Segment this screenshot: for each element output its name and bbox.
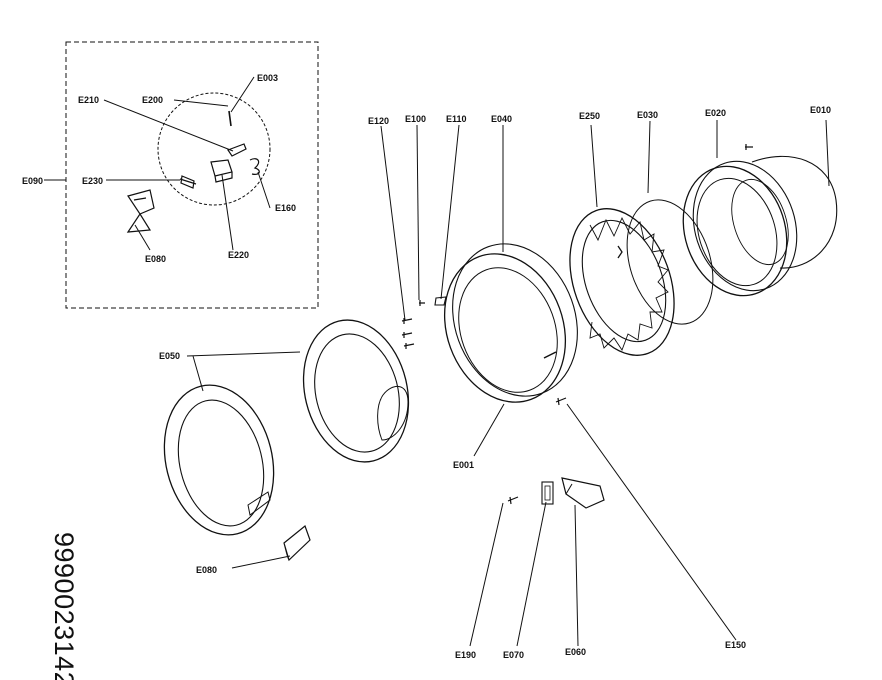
- label-e190: E190: [455, 650, 476, 660]
- label-e040: E040: [491, 114, 512, 124]
- label-e003: E003: [257, 73, 278, 83]
- leader-lines: [44, 76, 830, 647]
- pin-e200: [228, 110, 232, 127]
- label-e120: E120: [368, 116, 389, 126]
- seal-e030: [626, 199, 714, 325]
- screw-group: [401, 296, 447, 349]
- label-e020: E020: [705, 108, 726, 118]
- outer-door-ring-front: [163, 384, 275, 536]
- handle-e060: [561, 477, 605, 509]
- label-e150: E150: [725, 640, 746, 650]
- handle-part-e080: [283, 525, 311, 562]
- label-e160: E160: [275, 203, 296, 213]
- bracket-e080: [126, 189, 155, 233]
- label-e100: E100: [405, 114, 426, 124]
- detail-circle: [157, 92, 271, 206]
- latch-e070: [541, 481, 554, 505]
- label-e090: E090: [22, 176, 43, 186]
- part-labels: E003 E200 E210 E090 E230 E160 E080 E220 …: [22, 73, 831, 660]
- outer-door-ring-rear: [302, 319, 410, 463]
- gasket-ring-e250: [569, 208, 675, 356]
- label-e030: E030: [637, 110, 658, 120]
- screw-e230: [179, 175, 197, 189]
- cover-e010: [751, 155, 838, 269]
- label-e070: E070: [503, 650, 524, 660]
- label-e060: E060: [565, 647, 586, 657]
- label-e010: E010: [810, 105, 831, 115]
- detail-box: [65, 41, 319, 309]
- label-e050: E050: [159, 351, 180, 361]
- label-e200: E200: [142, 95, 163, 105]
- block-e220: [210, 159, 233, 183]
- label-e210: E210: [78, 95, 99, 105]
- label-e250: E250: [579, 111, 600, 121]
- label-e080-detail: E080: [145, 254, 166, 264]
- lever-e210: [227, 143, 247, 157]
- screw-e190: [507, 496, 519, 505]
- document-number: 9990023142: [49, 532, 79, 680]
- label-e230: E230: [82, 176, 103, 186]
- drum-ring-e020: [682, 144, 798, 297]
- label-e080-bottom: E080: [196, 565, 217, 575]
- label-e220: E220: [228, 250, 249, 260]
- door-frame-e040: [443, 243, 578, 403]
- spring-e160: [249, 158, 260, 175]
- label-e110: E110: [446, 114, 467, 124]
- label-e001: E001: [453, 460, 474, 470]
- screw-e150: [555, 397, 567, 406]
